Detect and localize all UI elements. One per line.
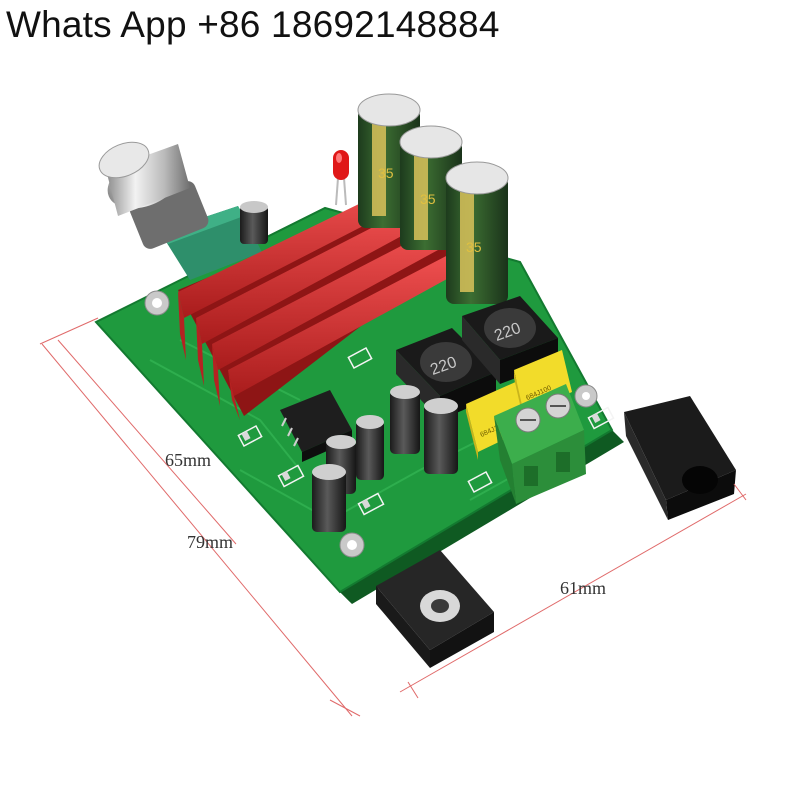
inductor-2: 220 — [462, 296, 558, 384]
screw-terminal — [494, 384, 586, 504]
large-capacitor-3: 35 — [445, 161, 509, 304]
dimension-lines — [39, 317, 747, 717]
capacitor-marking: 35 — [378, 165, 394, 181]
red-heatsink — [178, 186, 456, 420]
capacitor-marking: 35 — [466, 239, 482, 255]
dimension-label-79: 79mm — [187, 532, 234, 552]
red-led — [333, 150, 349, 206]
small-capacitor-top — [240, 201, 268, 244]
capacitor-marking: 35 — [420, 191, 436, 207]
dimension-label-61: 61mm — [560, 578, 607, 598]
contact-header: Whats App +86 18692148884 — [6, 4, 500, 45]
dimension-label-65: 65mm — [165, 450, 212, 470]
small-capacitors — [312, 385, 458, 532]
volume-knob — [98, 141, 262, 280]
audio-jack — [376, 550, 494, 668]
dc-power-jack — [624, 396, 736, 520]
